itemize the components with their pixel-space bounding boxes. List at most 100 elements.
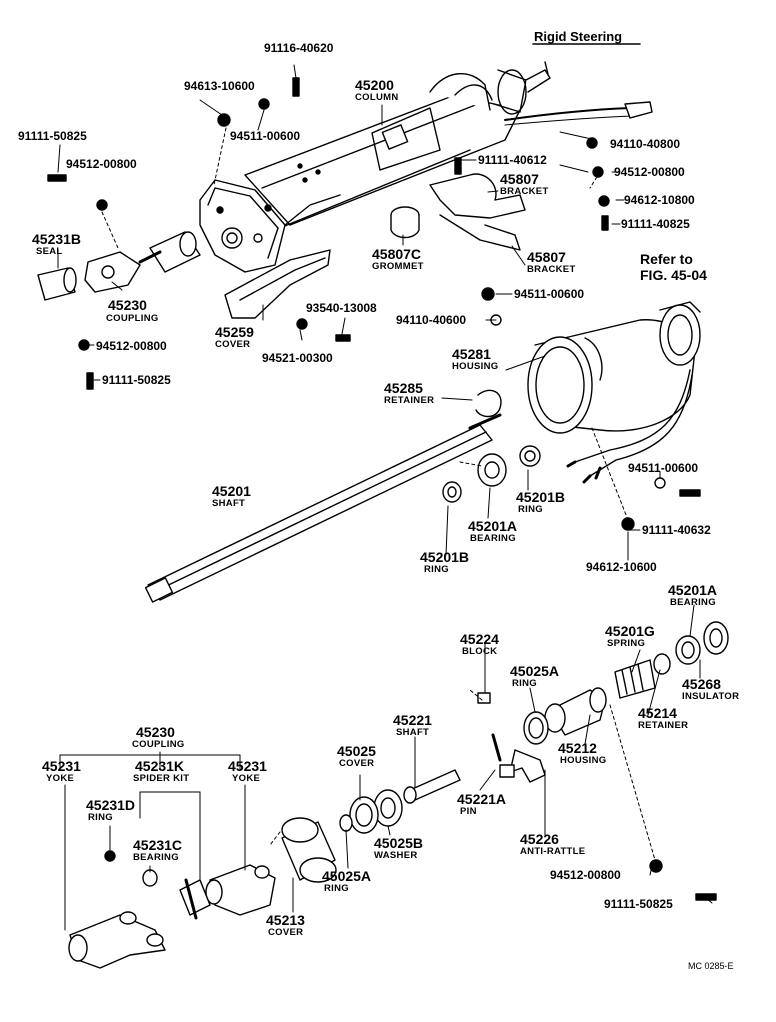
part-number-45025b: 45025B <box>374 835 424 851</box>
part-number-45214: 45214 <box>638 705 677 721</box>
part-name-cover-45213: COVER <box>268 927 304 938</box>
part-name-ring-45025a-upper: RING <box>512 678 537 689</box>
part-name-bearing-upper: BEARING <box>470 533 516 544</box>
part-name-bracket-lower: BRACKET <box>527 264 576 275</box>
part-number-45807-upper: 45807 <box>500 171 539 187</box>
part-number-45230-lower: 45230 <box>136 724 175 740</box>
part-number-45201a-upper: 45201A <box>468 518 518 534</box>
part-number-45268: 45268 <box>682 676 721 692</box>
dashed-leaders <box>101 127 656 861</box>
refer-line-2: FIG. 45-04 <box>640 267 707 283</box>
part-number-45259: 45259 <box>215 324 254 340</box>
fastener-94512-00800-coupling: 94512-00800 <box>96 339 167 353</box>
upper-coupling-drawing <box>37 231 201 301</box>
part-number-45212: 45212 <box>558 740 597 756</box>
part-number-45201a-lower: 45201A <box>668 582 718 598</box>
part-name-ring-45025a-lower: RING <box>324 883 349 894</box>
part-name-spider-kit: SPIDER KIT <box>133 773 190 784</box>
part-number-45231b: 45231B <box>32 231 82 247</box>
part-name-shaft-45221: SHAFT <box>396 727 430 738</box>
part-name-coupling-upper: COUPLING <box>106 313 159 324</box>
brackets-drawing <box>429 173 526 251</box>
fastener-91116-40620: 91116-40620 <box>264 41 334 55</box>
part-name-coupling-lower: COUPLING <box>132 739 185 750</box>
part-number-45025a-upper: 45025A <box>510 663 560 679</box>
part-number-45213: 45213 <box>266 912 305 928</box>
fastener-94512-00800-bottom: 94512-00800 <box>550 868 621 882</box>
fastener-94110-40600: 94110-40600 <box>396 313 467 327</box>
part-name-grommet: GROMMET <box>372 261 424 272</box>
fastener-93540-13008: 93540-13008 <box>306 301 377 315</box>
part-number-45201b-left: 45201B <box>420 549 470 565</box>
part-number-45224: 45224 <box>460 631 499 647</box>
part-number-45201: 45201 <box>212 483 251 499</box>
part-name-ring-45201b-left: RING <box>424 564 449 575</box>
part-name-seal: SEAL <box>36 246 63 257</box>
part-number-45807-lower: 45807 <box>527 249 566 265</box>
bearings-drawing <box>442 445 541 503</box>
part-number-45221: 45221 <box>393 712 432 728</box>
part-number-45226: 45226 <box>520 831 559 847</box>
column-drawing <box>199 61 653 273</box>
fastener-94612-10800: 94612-10800 <box>624 193 695 207</box>
fastener-91111-50825-top: 91111-50825 <box>18 129 87 143</box>
part-number-45285: 45285 <box>384 380 423 396</box>
part-number-45221a: 45221A <box>457 791 507 807</box>
part-name-spring: SPRING <box>607 638 646 649</box>
part-name-yoke-left: YOKE <box>46 773 75 784</box>
part-name-housing-45212: HOUSING <box>560 755 607 766</box>
diagram-title: Rigid Steering <box>534 29 623 44</box>
leader-lines <box>57 64 713 931</box>
part-number-45281: 45281 <box>452 346 491 362</box>
fastener-94521-00300: 94521-00300 <box>262 351 333 365</box>
part-name-ring-45231d: RING <box>88 812 113 823</box>
part-name-block: BLOCK <box>462 646 498 657</box>
fastener-91111-40632: 91111-40632 <box>642 523 711 537</box>
part-name-retainer-45214: RETAINER <box>638 720 689 731</box>
fastener-94110-40800: 94110-40800 <box>610 137 681 151</box>
part-name-bearing-45231c: BEARING <box>133 852 179 863</box>
part-number-45200: 45200 <box>355 77 394 93</box>
part-name-washer: WASHER <box>374 850 418 861</box>
part-name-pin: PIN <box>460 806 477 817</box>
part-name-housing-45281: HOUSING <box>452 361 499 372</box>
part-name-bearing-lower: BEARING <box>670 597 716 608</box>
part-name-cover-45259: COVER <box>215 339 251 350</box>
part-number-45231d: 45231D <box>86 797 136 813</box>
fastener-94512-00800-right: 94512-00800 <box>614 165 685 179</box>
part-name-bracket-upper: BRACKET <box>500 186 549 197</box>
hardware-drawing <box>47 77 717 901</box>
part-number-45231-yoke-left: 45231 <box>42 758 81 774</box>
part-name-retainer-45285: RETAINER <box>384 395 435 406</box>
lower-shaft-drawing <box>281 769 461 883</box>
figure-code: MC 0285-E <box>688 961 734 971</box>
part-name-insulator: INSULATOR <box>682 691 740 702</box>
part-name-yoke-right: YOKE <box>232 773 261 784</box>
part-number-45230-upper: 45230 <box>108 297 147 313</box>
fastener-91111-40825: 91111-40825 <box>621 217 690 231</box>
retainer-45285-drawing <box>475 389 502 418</box>
grommet-drawing <box>390 206 420 239</box>
fastener-91111-40612: 91111-40612 <box>478 153 547 167</box>
part-number-45807c: 45807C <box>372 246 422 262</box>
fastener-94612-10600: 94612-10600 <box>586 560 657 574</box>
fastener-94511-00600-low: 94511-00600 <box>628 461 699 475</box>
part-name-shaft-45201: SHAFT <box>212 498 246 509</box>
part-number-45231-yoke-right: 45231 <box>228 758 267 774</box>
part-number-45025a-lower: 45025A <box>322 868 372 884</box>
refer-line-1: Refer to <box>640 251 693 267</box>
fastener-94511-00600-mid: 94511-00600 <box>514 287 585 301</box>
housing-45281-drawing <box>527 301 701 484</box>
part-number-45231c: 45231C <box>133 837 183 853</box>
fastener-91111-50825-bottom: 91111-50825 <box>604 897 673 911</box>
part-number-45231k: 45231K <box>135 758 185 774</box>
lower-coupling-drawing <box>68 850 276 969</box>
part-name-ring-45201b-right: RING <box>518 504 543 515</box>
fastener-91111-50825-mid: 91111-50825 <box>102 373 171 387</box>
fastener-94512-00800-left: 94512-00800 <box>66 157 137 171</box>
part-number-45201g: 45201G <box>605 623 655 639</box>
part-name-column: COLUMN <box>355 92 399 103</box>
lower-right-drawing <box>477 621 729 783</box>
